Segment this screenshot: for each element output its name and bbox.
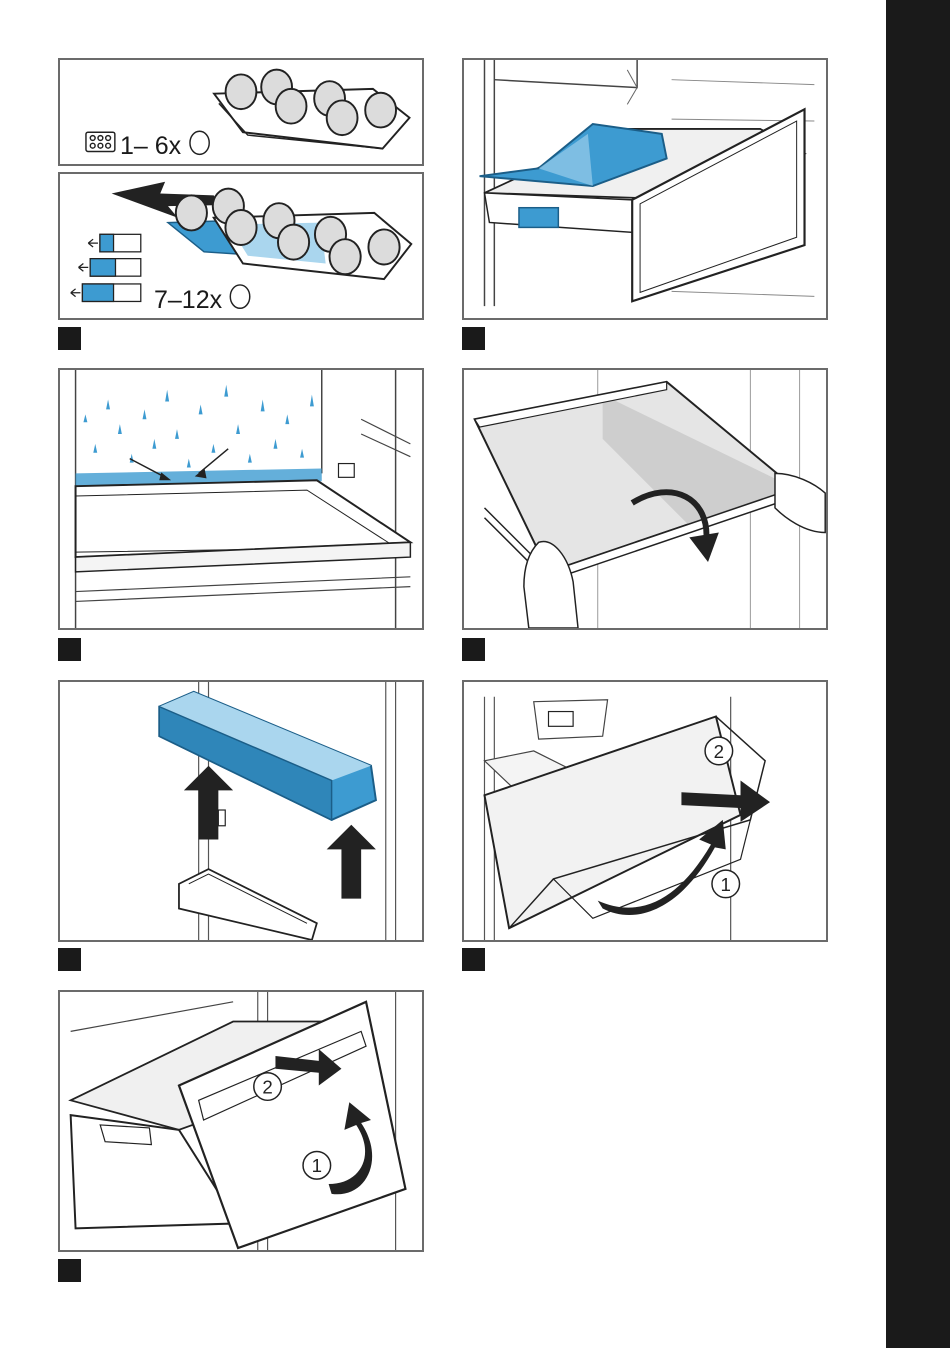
vegetable-drawer-illustration: 2 1 [464, 682, 826, 940]
panel-glass-shelf [462, 368, 828, 630]
condensation-illustration [60, 370, 422, 628]
panel-condensation [58, 368, 424, 630]
water-droplets [76, 385, 322, 486]
step-marker [58, 327, 81, 350]
egg-holder-icon [86, 132, 115, 151]
arrow-up [327, 825, 376, 899]
step-marker [462, 948, 485, 971]
egg-tray-large-illustration [60, 174, 422, 318]
glass-shelf-illustration [464, 370, 826, 628]
egg-count-label: 1– 6x [120, 134, 181, 159]
arrow-up [184, 766, 233, 840]
panel-vegetable-drawer: 2 1 [462, 680, 828, 942]
egg-holder-step-icons [71, 234, 141, 301]
step-marker [462, 638, 485, 661]
badge-2: 2 [262, 1076, 272, 1097]
drawer-container-illustration [464, 60, 826, 318]
badge-1: 1 [721, 874, 731, 895]
step-marker [462, 327, 485, 350]
step-marker [58, 1259, 81, 1282]
egg-icon [190, 131, 209, 154]
panel-drawer-container [462, 58, 828, 320]
egg-tray-small-illustration [60, 60, 422, 164]
freezer-drawer-illustration: 2 1 [60, 992, 422, 1250]
panel-egg-tray-large: 7–12x [58, 172, 424, 320]
panel-door-bin [58, 680, 424, 942]
badge-1: 1 [312, 1155, 322, 1176]
door-bin-illustration [60, 682, 422, 940]
sidebar-bar [886, 0, 950, 1348]
badge-2: 2 [714, 741, 724, 762]
step-marker [58, 948, 81, 971]
egg-icon [230, 285, 249, 308]
egg-count-label: 7–12x [154, 288, 222, 313]
panel-egg-tray-small: 1– 6x [58, 58, 424, 166]
panel-freezer-drawer: 2 1 [58, 990, 424, 1252]
hand-right [775, 473, 825, 532]
step-marker [58, 638, 81, 661]
